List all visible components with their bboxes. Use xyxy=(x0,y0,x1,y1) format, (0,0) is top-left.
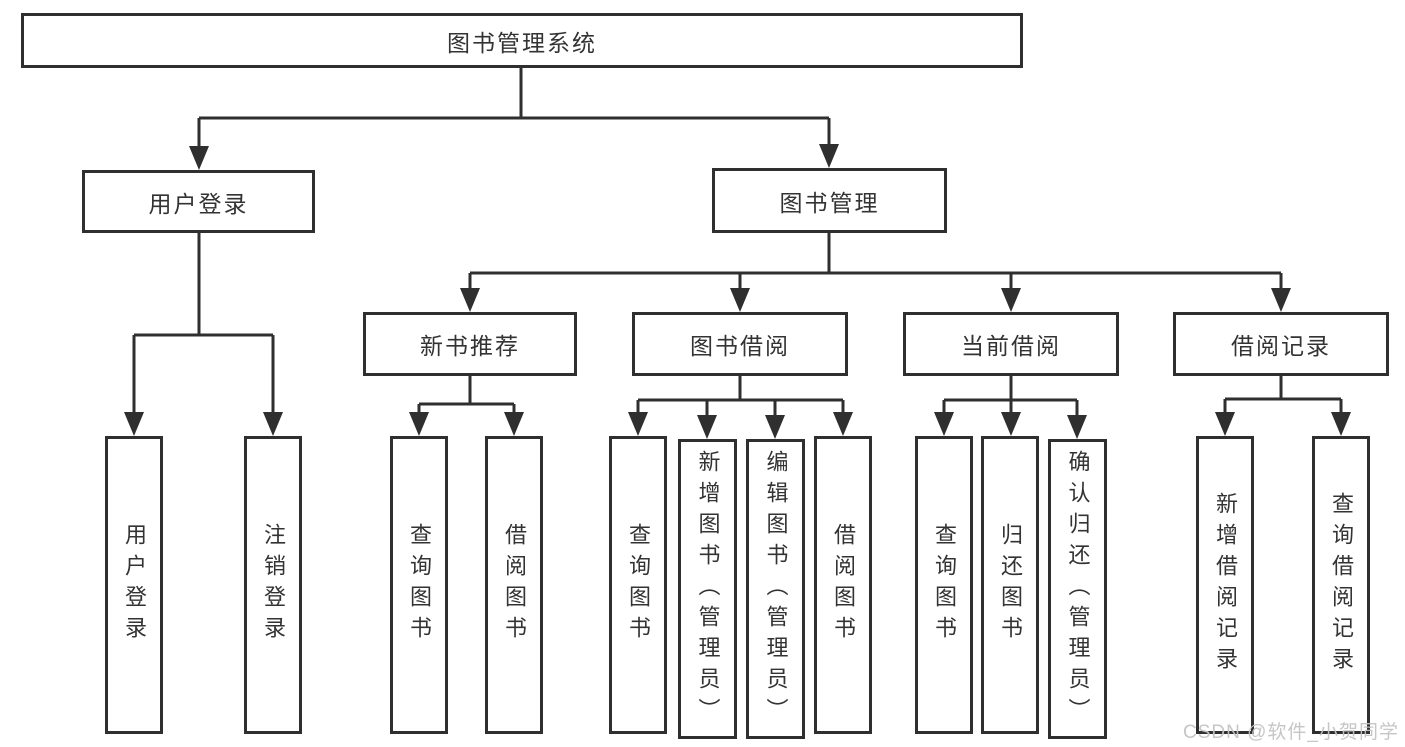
arrowhead xyxy=(1001,288,1021,312)
node-logout-label: 注销登录 xyxy=(261,523,286,647)
arrowhead xyxy=(765,415,785,439)
arrowhead xyxy=(460,288,480,312)
arrowhead xyxy=(819,144,839,168)
connector-records-children xyxy=(1223,376,1343,418)
node-records-query-record: 查询借阅记录 xyxy=(1312,436,1370,734)
node-login-label: 用户登录 xyxy=(122,523,147,647)
csdn-watermark: CSDN @软件_小贺同学 xyxy=(1183,722,1399,743)
arrowhead xyxy=(504,412,524,436)
node-root-label: 图书管理系统 xyxy=(447,29,597,56)
connector-bookmgmt-children xyxy=(468,233,1283,294)
node-current-query-books: 查询图书 xyxy=(915,436,973,734)
arrowhead xyxy=(409,412,429,436)
node-borrowing-edit-books-admin-label: 编辑图书（管理员） xyxy=(763,449,789,729)
node-borrowing-query-books: 查询图书 xyxy=(609,436,667,734)
arrowhead xyxy=(1271,288,1291,312)
arrowhead xyxy=(1215,412,1235,436)
node-records-query-record-label: 查询借阅记录 xyxy=(1329,492,1354,678)
node-current-confirm-return-admin-label: 确认归还（管理员） xyxy=(1065,449,1091,729)
node-borrowing-borrow-books-label: 借阅图书 xyxy=(831,523,856,647)
node-newbook-borrow-books: 借阅图书 xyxy=(485,436,543,734)
node-current-borrowing: 当前借阅 xyxy=(903,312,1119,376)
arrowhead xyxy=(1067,415,1087,439)
node-current-query-books-label: 查询图书 xyxy=(932,523,957,647)
node-borrowing-edit-books-admin: 编辑图书（管理员） xyxy=(746,439,805,739)
connector-userlogin-children xyxy=(132,233,275,418)
node-borrow-records-label: 借阅记录 xyxy=(1231,333,1331,359)
node-borrow-records: 借阅记录 xyxy=(1173,312,1389,376)
arrowhead xyxy=(628,412,648,436)
node-newbook-query-books: 查询图书 xyxy=(390,436,448,734)
node-current-return-books: 归还图书 xyxy=(981,436,1039,734)
node-current-confirm-return-admin: 确认归还（管理员） xyxy=(1048,439,1107,739)
node-book-management: 图书管理 xyxy=(712,168,947,233)
arrowhead xyxy=(697,415,717,439)
node-borrowing-add-books-admin-label: 新增图书（管理员） xyxy=(695,449,721,729)
connector-current-children xyxy=(942,376,1079,421)
arrowhead xyxy=(124,412,144,436)
node-user-login-label: 用户登录 xyxy=(148,190,249,217)
connector-newbook-children xyxy=(417,376,516,418)
node-root: 图书管理系统 xyxy=(21,13,1023,68)
node-login: 用户登录 xyxy=(105,436,163,734)
node-current-borrowing-label: 当前借阅 xyxy=(961,333,1061,359)
node-new-book-recommend: 新书推荐 xyxy=(363,312,577,376)
node-new-book-recommend-label: 新书推荐 xyxy=(420,333,520,359)
arrowhead xyxy=(833,412,853,436)
node-borrowing-borrow-books: 借阅图书 xyxy=(814,436,872,734)
arrowhead xyxy=(1331,412,1351,436)
arrowhead xyxy=(934,412,954,436)
arrowhead xyxy=(730,288,750,312)
node-user-login: 用户登录 xyxy=(82,170,315,233)
connector-root-to-level2 xyxy=(197,68,831,152)
node-records-add-record: 新增借阅记录 xyxy=(1196,436,1254,734)
node-borrowing-add-books-admin: 新增图书（管理员） xyxy=(678,439,737,739)
arrowhead xyxy=(189,146,209,170)
node-book-management-label: 图书管理 xyxy=(779,189,880,216)
arrowhead xyxy=(1001,412,1021,436)
connector-borrowing-children xyxy=(636,376,845,421)
node-newbook-borrow-books-label: 借阅图书 xyxy=(502,523,527,647)
node-book-borrowing: 图书借阅 xyxy=(632,312,848,376)
arrowhead xyxy=(263,412,283,436)
node-newbook-query-books-label: 查询图书 xyxy=(407,523,432,647)
node-borrowing-query-books-label: 查询图书 xyxy=(626,523,651,647)
node-records-add-record-label: 新增借阅记录 xyxy=(1213,492,1238,678)
node-book-borrowing-label: 图书借阅 xyxy=(690,333,790,359)
node-logout: 注销登录 xyxy=(244,436,302,734)
node-current-return-books-label: 归还图书 xyxy=(998,523,1023,647)
